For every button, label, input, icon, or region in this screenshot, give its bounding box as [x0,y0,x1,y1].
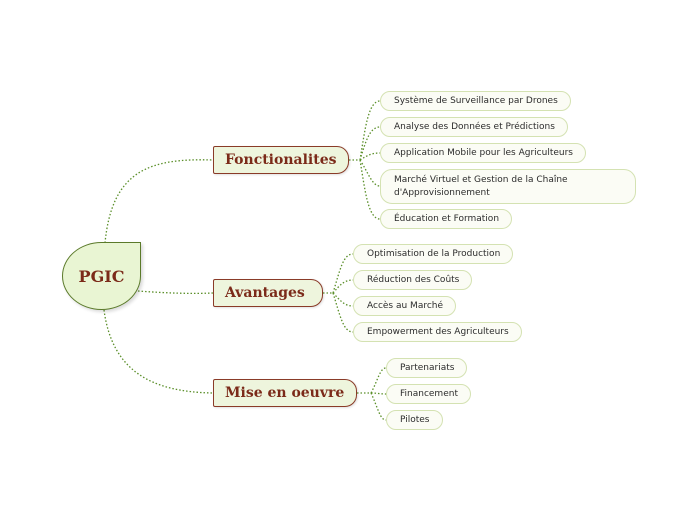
connector-root-mise [103,309,214,394]
leaf-label: Application Mobile pour les Agriculteurs [394,147,573,158]
branch-label: Fonctionalites [225,152,337,168]
leaf-label: Marché Virtuel et Gestion de la Chaîne d… [394,174,568,198]
leaf-label: Partenariats [400,362,455,373]
leaf-label: Optimisation de la Production [367,248,501,259]
connector-root-avantages [137,290,214,295]
leaf-reduction-couts[interactable]: Réduction des Coûts [353,270,473,290]
leaf-analyse-donnees[interactable]: Analyse des Données et Prédictions [380,117,568,137]
branch-mise-en-oeuvre[interactable]: Mise en oeuvre [213,379,357,407]
leaf-label: Analyse des Données et Prédictions [394,121,555,132]
leaf-empowerment-agriculteurs[interactable]: Empowerment des Agriculteurs [353,322,522,342]
leaf-marche-virtuel[interactable]: Marché Virtuel et Gestion de la Chaîne d… [380,169,636,204]
leaf-surveillance-drones[interactable]: Système de Surveillance par Drones [380,91,571,111]
connector-root-fonctionalites [104,159,214,244]
leaf-label: Empowerment des Agriculteurs [367,326,509,337]
leaf-partenariats[interactable]: Partenariats [386,358,468,378]
leaf-label: Pilotes [400,414,430,425]
leaf-application-mobile[interactable]: Application Mobile pour les Agriculteurs [380,143,586,163]
leaf-label: Financement [400,388,458,399]
leaf-optimisation-production[interactable]: Optimisation de la Production [353,244,514,264]
root-label: PGIC [78,266,125,286]
leaf-pilotes[interactable]: Pilotes [386,410,443,430]
leaf-label: Réduction des Coûts [367,274,460,285]
leaf-financement[interactable]: Financement [386,384,471,404]
root-node[interactable]: PGIC [62,242,141,310]
branch-avantages[interactable]: Avantages [213,279,323,307]
leaf-label: Système de Surveillance par Drones [394,95,558,106]
leaf-label: Éducation et Formation [394,213,500,224]
leaf-acces-marche[interactable]: Accès au Marché [353,296,457,316]
leaf-label: Accès au Marché [367,300,444,311]
branch-fonctionalites[interactable]: Fonctionalites [213,146,349,174]
branch-label: Mise en oeuvre [225,385,345,401]
branch-label: Avantages [225,285,305,301]
leaf-education-formation[interactable]: Éducation et Formation [380,209,513,229]
